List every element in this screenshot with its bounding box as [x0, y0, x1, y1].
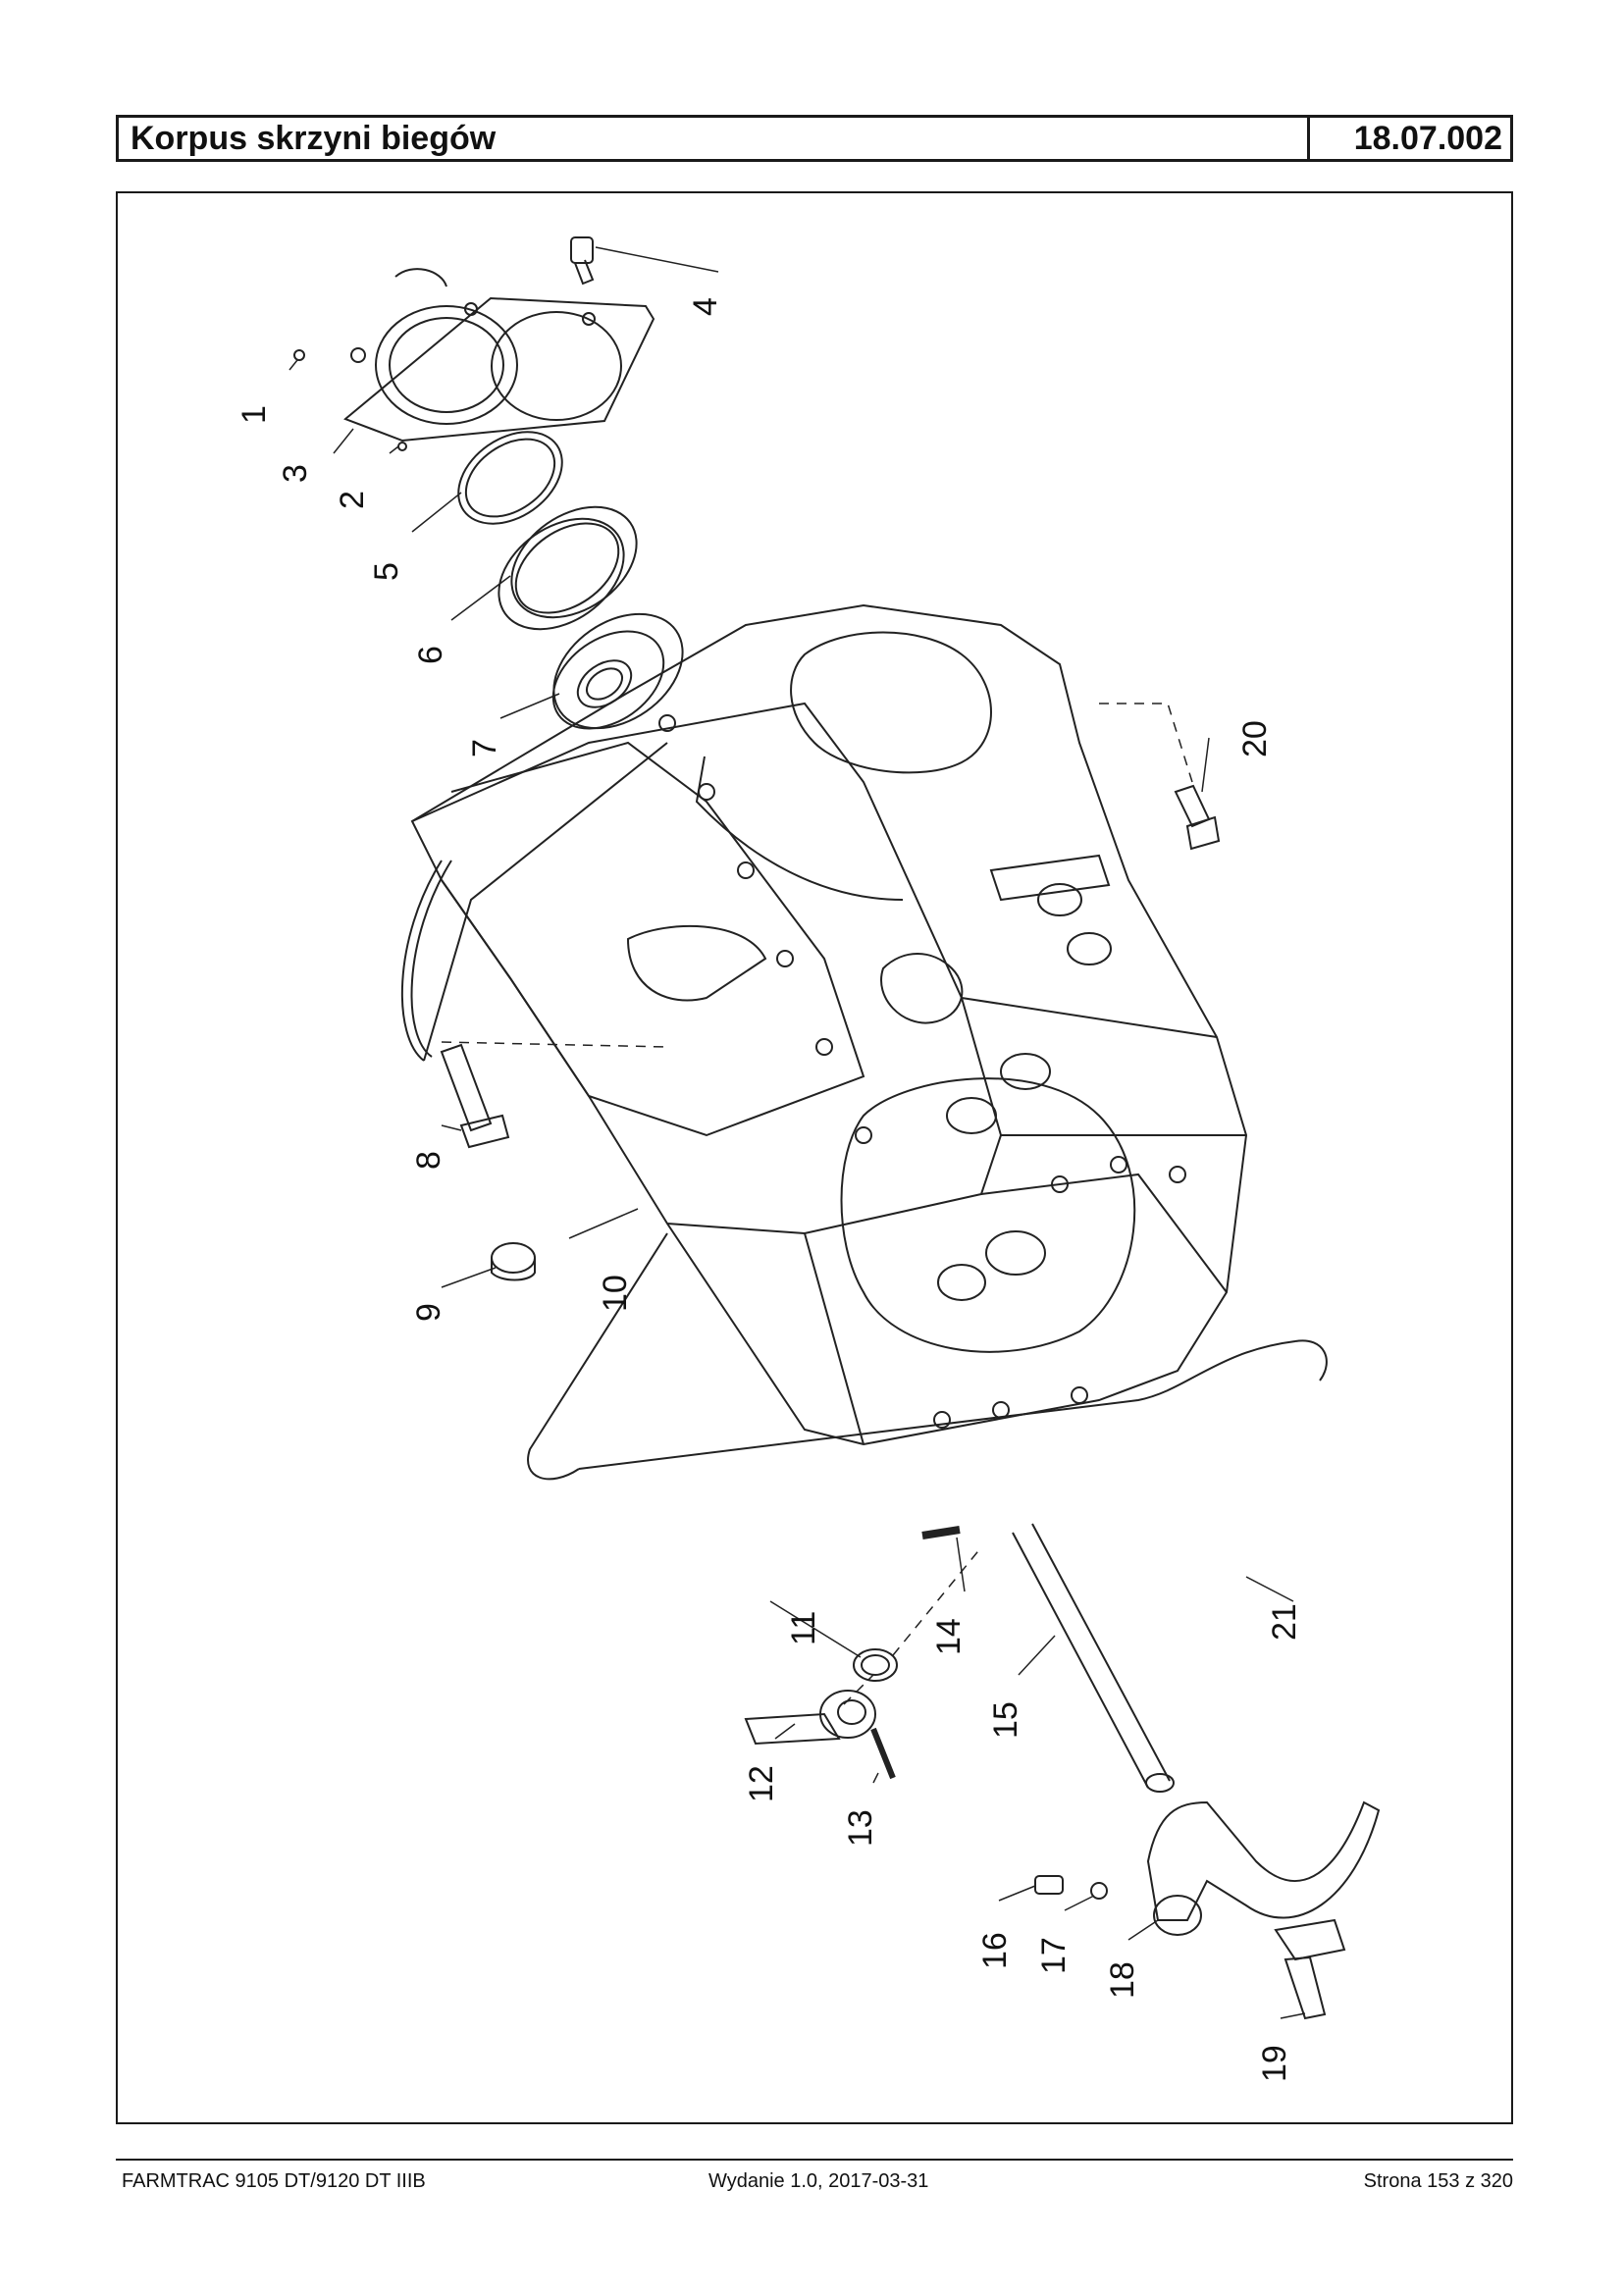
pin-13-drawing — [870, 1727, 896, 1780]
callout-1: 1 — [236, 405, 273, 424]
callout-19: 19 — [1256, 2045, 1293, 2082]
fork-18-drawing — [1146, 1800, 1381, 1936]
page-header: Korpus skrzyni biegów 18.07.002 — [116, 115, 1513, 162]
pin-1-drawing — [293, 349, 305, 361]
gearbox-housing-drawing — [410, 603, 1248, 1446]
footer-rule — [116, 2159, 1513, 2161]
callout-4: 4 — [687, 297, 724, 316]
callout-5: 5 — [368, 562, 405, 581]
callout-15: 15 — [987, 1701, 1024, 1739]
bolt-20-drawing — [1174, 784, 1221, 851]
callout-9: 9 — [410, 1303, 447, 1322]
callout-20: 20 — [1236, 720, 1274, 757]
lever-12-drawing — [744, 1690, 876, 1746]
ball-17-drawing — [1090, 1882, 1108, 1900]
oil-tube-drawing — [400, 742, 1328, 1481]
pin-14-drawing — [921, 1526, 961, 1539]
bolt-4-drawing — [570, 236, 595, 286]
callout-6: 6 — [412, 646, 449, 664]
callout-21: 21 — [1266, 1603, 1303, 1641]
callout-7: 7 — [466, 739, 503, 757]
ball-2-drawing — [397, 442, 407, 451]
callout-14: 14 — [930, 1618, 968, 1655]
shaft-15-drawing — [1012, 1523, 1175, 1793]
callout-18: 18 — [1104, 1961, 1141, 1999]
bolt-8-drawing — [440, 1043, 510, 1149]
cover-plate-drawing — [343, 268, 655, 443]
bearing-7-drawing — [551, 612, 684, 730]
exploded-view-frame: 1 2 3 4 5 6 7 8 9 10 11 12 13 14 15 16 1… — [116, 191, 1513, 2124]
callout-3: 3 — [277, 464, 314, 483]
footer-edition: Wydanie 1.0, 2017-03-31 — [708, 2170, 929, 2192]
seal-11-drawing — [853, 1648, 898, 1682]
callout-leaders — [288, 246, 1306, 2019]
pin-19-drawing — [1274, 1918, 1346, 2020]
footer-page-number: Strona 153 z 320 — [1363, 2170, 1513, 2192]
exploded-diagram: 1 2 3 4 5 6 7 8 9 10 11 12 13 14 15 16 1… — [236, 236, 1381, 2082]
callout-10: 10 — [597, 1275, 634, 1312]
footer-model: FARMTRAC 9105 DT/9120 DT IIIB — [122, 2170, 426, 2192]
ring-6-drawing — [498, 505, 638, 631]
callout-8: 8 — [410, 1151, 447, 1170]
callout-12: 12 — [743, 1765, 780, 1802]
plug-9-drawing — [491, 1242, 536, 1281]
callout-2: 2 — [334, 491, 371, 509]
callout-11: 11 — [785, 1611, 822, 1645]
assembly-dash-lines — [441, 703, 1193, 1705]
page-title: Korpus skrzyni biegów — [119, 118, 1310, 159]
callout-16: 16 — [976, 1932, 1014, 1969]
callout-17: 17 — [1035, 1937, 1073, 1974]
spring-16-drawing — [1034, 1875, 1064, 1895]
callout-13: 13 — [842, 1809, 879, 1847]
document-code: 18.07.002 — [1353, 120, 1502, 157]
oring-5-drawing — [457, 431, 563, 525]
